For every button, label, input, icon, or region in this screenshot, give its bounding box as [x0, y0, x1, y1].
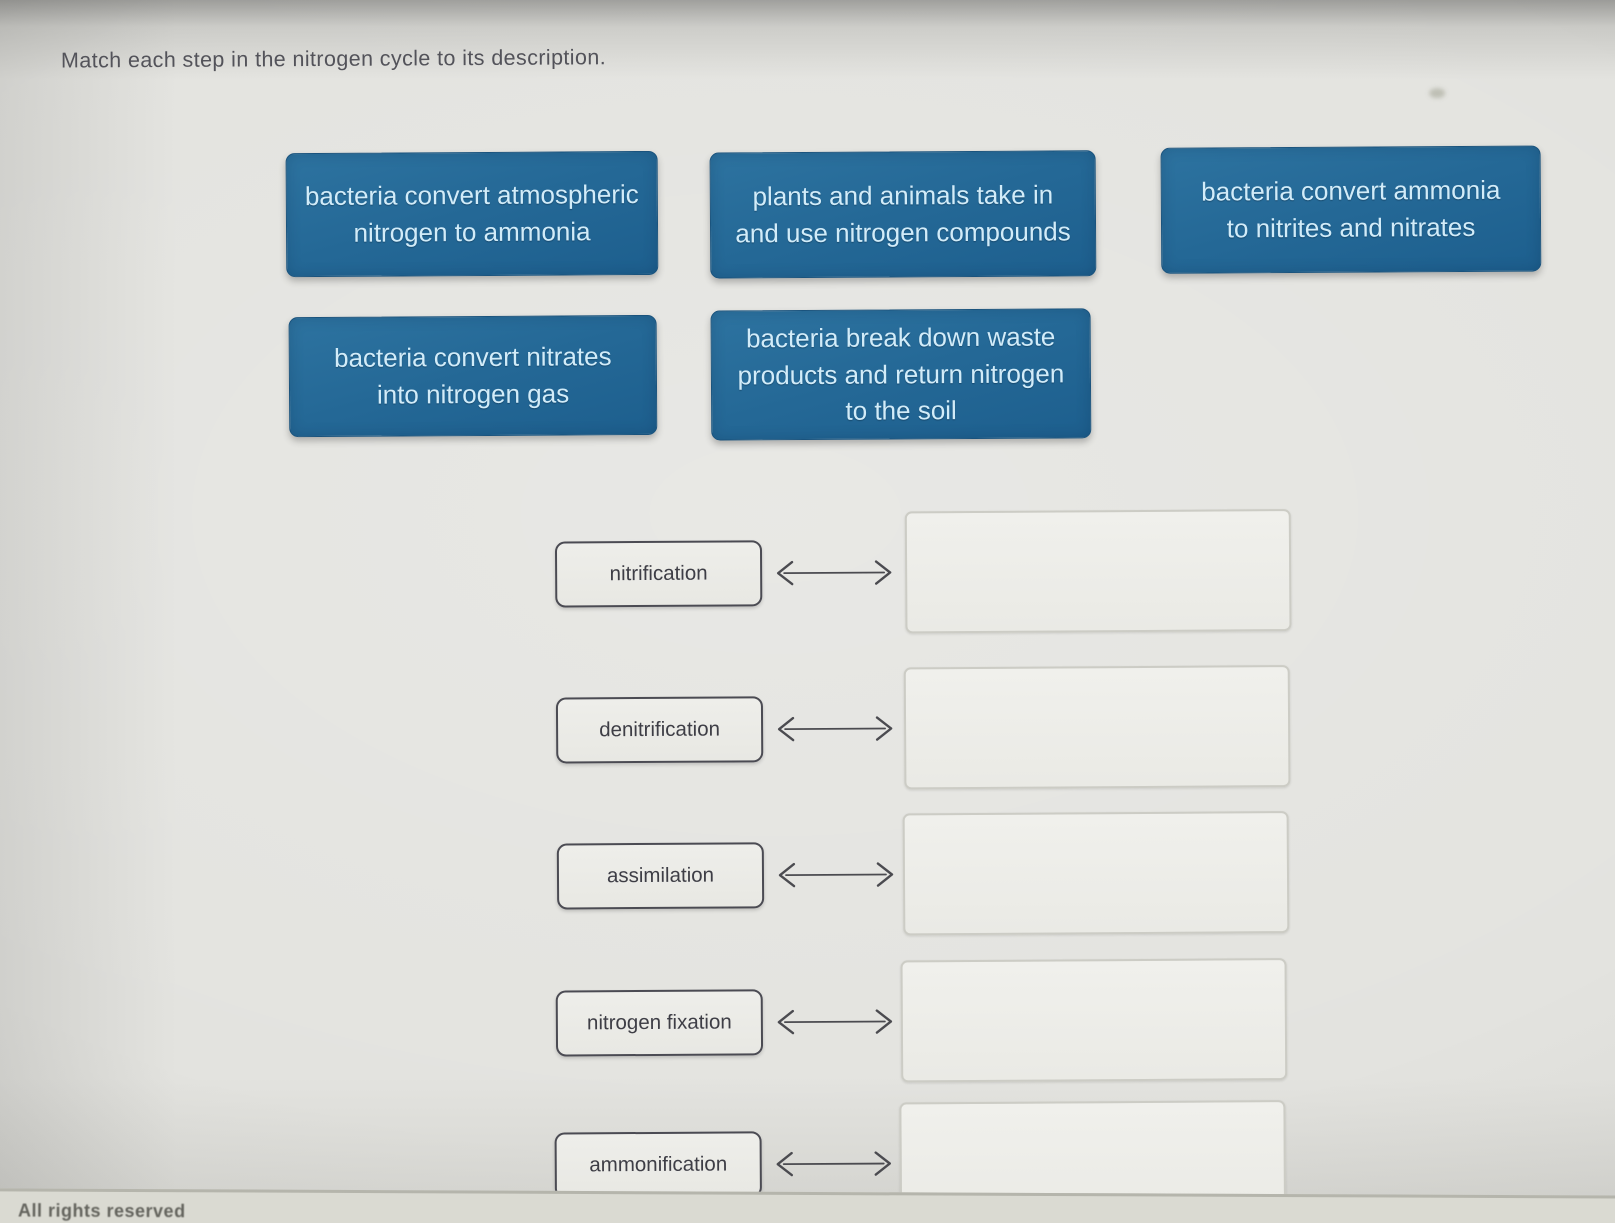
drop-target-assimilation[interactable]: [902, 811, 1290, 936]
card-text-line: products and return nitrogen: [737, 357, 1065, 390]
footer-note: All rights reserved: [17, 1200, 186, 1222]
card-text-line: bacteria convert nitrates: [333, 341, 612, 373]
drop-target-denitrification[interactable]: [903, 665, 1291, 790]
term-label: ammonification: [589, 1152, 728, 1177]
card-text-line: bacteria convert atmospheric: [304, 179, 639, 212]
double-arrow-icon: [772, 857, 900, 892]
description-card-nitrogen-fixation[interactable]: bacteria convert atmospheric nitrogen to…: [285, 150, 659, 278]
term-label: assimilation: [606, 863, 715, 888]
card-text-line: bacteria break down waste: [745, 321, 1056, 354]
term-label: nitrogen fixation: [586, 1010, 732, 1035]
bottom-divider: All rights reserved: [0, 1188, 1615, 1223]
description-card-assimilation[interactable]: plants and animals take in and use nitro…: [709, 150, 1097, 279]
term-box-nitrogen-fixation: nitrogen fixation: [555, 989, 764, 1057]
page-title: Match each step in the nitrogen cycle to…: [60, 45, 607, 73]
term-box-nitrification: nitrification: [554, 540, 763, 608]
drop-target-nitrogen-fixation[interactable]: [900, 958, 1288, 1083]
term-label: denitrification: [599, 717, 721, 742]
description-card-denitrification[interactable]: bacteria convert nitrates into nitrogen …: [288, 314, 658, 438]
double-arrow-icon: [771, 1004, 899, 1039]
term-box-ammonification: ammonification: [554, 1131, 762, 1199]
term-box-assimilation: assimilation: [556, 842, 765, 910]
term-box-denitrification: denitrification: [555, 696, 764, 764]
drop-target-nitrification[interactable]: [904, 509, 1292, 634]
card-text-line: bacteria convert ammonia: [1201, 174, 1501, 207]
term-label: nitrification: [609, 561, 708, 586]
card-text-line: plants and animals take in: [752, 179, 1054, 212]
double-arrow-icon: [770, 1146, 898, 1181]
card-text-line: and use nitrogen compounds: [735, 216, 1071, 249]
description-card-ammonification[interactable]: bacteria break down waste products and r…: [710, 308, 1092, 441]
card-text-line: to nitrites and nitrates: [1226, 211, 1476, 244]
card-text-line: into nitrogen gas: [376, 378, 570, 410]
double-arrow-icon: [770, 555, 898, 590]
description-card-nitrification[interactable]: bacteria convert ammonia to nitrites and…: [1160, 145, 1542, 274]
card-text-line: to the soil: [845, 395, 957, 427]
card-text-line: nitrogen to ammonia: [353, 216, 591, 248]
double-arrow-icon: [771, 711, 899, 746]
screen-smudge: [1429, 88, 1446, 99]
